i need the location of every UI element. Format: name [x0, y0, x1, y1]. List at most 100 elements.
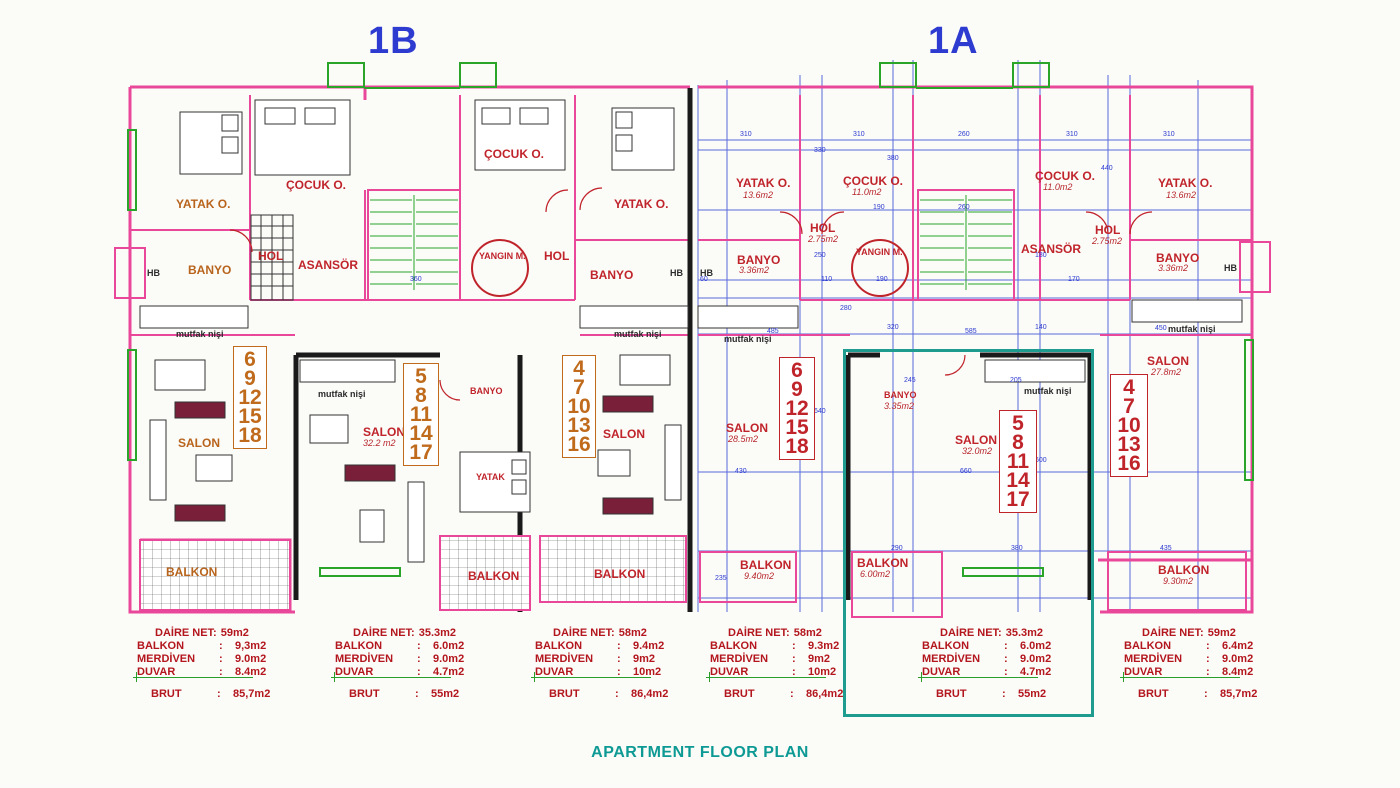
- floor-number: 18: [238, 424, 262, 447]
- area-label-balkon-a1: 9.40m2: [744, 571, 775, 581]
- floor-number: 15: [238, 405, 262, 428]
- dimension-label: 380: [1011, 545, 1023, 552]
- area-label-salon-a1: 28.5m2: [728, 434, 759, 444]
- room-label-asansor: ASANSÖR: [298, 258, 359, 272]
- floor-number: 9: [791, 378, 803, 401]
- summary-key-balkon: BALKON: [535, 640, 583, 652]
- floor-list: 4 7 10 13 16: [562, 355, 596, 458]
- floor-number: 16: [567, 433, 591, 456]
- room-label-salon: SALON: [363, 425, 405, 439]
- floor-number: 17: [1006, 488, 1030, 511]
- room-label-balkon: BALKON: [594, 567, 646, 581]
- sum-line: [921, 672, 922, 682]
- dimension-label: 140: [1035, 324, 1047, 331]
- summary-key-duvar: DUVAR: [137, 666, 176, 678]
- sum-line: [918, 677, 1038, 678]
- summary-value-duvar: 4.7m2: [1020, 666, 1052, 678]
- dimension-label: 320: [887, 324, 899, 331]
- area-summary: DAİRE NET:58m2 BALKON:9.4m2 MERDİVEN:9m2…: [531, 627, 668, 701]
- summary-value-balkon: 6.0m2: [1020, 640, 1052, 652]
- room-label-balkon: BALKON: [740, 558, 792, 572]
- summary-value-balkon: 6.4m2: [1222, 640, 1254, 652]
- sum-line: [1120, 677, 1240, 678]
- stairs-1a: [917, 189, 1015, 301]
- dimension-label: 310: [1066, 131, 1078, 138]
- area-label-hol-1a: 2.75m2: [808, 234, 839, 244]
- summary-colon: :: [219, 653, 223, 665]
- summary-value-brut: 85,7m2: [233, 688, 271, 700]
- room-label-mutfak: mutfak nişi: [1168, 324, 1216, 334]
- dimension-label: 435: [1160, 545, 1172, 552]
- area-label-cocuk-1a: 11.0m2: [852, 187, 882, 197]
- elevator-shaft: [250, 214, 294, 301]
- summary-colon: :: [615, 688, 619, 700]
- dimension-label: 170: [1068, 276, 1080, 283]
- area-label-salon-a2: 32.0m2: [962, 446, 993, 456]
- dimension-label: 235: [715, 575, 727, 582]
- summary-colon: :: [792, 640, 796, 652]
- dimension-label: 600: [1035, 457, 1047, 464]
- summary-value-merdiven: 9.0m2: [235, 653, 267, 665]
- summary-key-balkon: BALKON: [922, 640, 970, 652]
- floor-number: 7: [1123, 395, 1135, 418]
- area-label-yatak-1a: 13.6m2: [743, 190, 774, 200]
- summary-colon: :: [219, 640, 223, 652]
- room-label-asansor: ASANSÖR: [1021, 242, 1082, 256]
- summary-value-daire: 35.3m2: [1005, 627, 1044, 639]
- summary-colon: :: [1004, 640, 1008, 652]
- room-label-balkon: BALKON: [468, 569, 520, 583]
- summary-key-duvar: DUVAR: [1124, 666, 1163, 678]
- floor-number: 5: [415, 365, 427, 388]
- summary-key-merdiven: MERDİVEN: [1124, 653, 1183, 665]
- summary-colon: :: [1002, 688, 1006, 700]
- summary-key-merdiven: MERDİVEN: [922, 653, 981, 665]
- sum-line: [136, 672, 137, 682]
- selected-unit-highlight: [843, 349, 1094, 717]
- balcony-outlines: [699, 551, 1247, 618]
- summary-value-balkon: 9,3m2: [235, 640, 267, 652]
- room-label-banyo: BANYO: [470, 386, 503, 396]
- summary-value-duvar: 10m2: [633, 666, 662, 678]
- room-label-mutfak: mutfak nişi: [614, 329, 662, 339]
- summary-value-daire: 35.3m2: [418, 627, 457, 639]
- summary-key-daire: DAİRE NET:: [1142, 627, 1204, 639]
- area-label-balkon-a3: 9.30m2: [1163, 576, 1194, 586]
- floor-number: 13: [567, 414, 591, 437]
- room-label-hb: HB: [700, 268, 713, 278]
- sum-line: [1123, 672, 1124, 682]
- summary-key-brut: BRUT: [349, 688, 380, 700]
- summary-colon: :: [1206, 640, 1210, 652]
- room-label-balkon: BALKON: [166, 565, 218, 579]
- room-label-banyo: BANYO: [737, 253, 781, 267]
- room-label-yatak-small: YATAK: [476, 472, 505, 482]
- summary-key-daire: DAİRE NET:: [940, 627, 1002, 639]
- room-label-salon: SALON: [603, 427, 645, 441]
- room-label-balkon: BALKON: [1158, 563, 1210, 577]
- summary-value-merdiven: 9.0m2: [433, 653, 465, 665]
- summary-value-duvar: 10m2: [808, 666, 837, 678]
- summary-value-duvar: 8.4m2: [1222, 666, 1254, 678]
- floor-number: 10: [1117, 414, 1141, 437]
- floor-number: 6: [791, 359, 803, 382]
- floor-number: 4: [1123, 376, 1135, 399]
- sum-line: [331, 677, 451, 678]
- room-label-hb: HB: [670, 268, 683, 278]
- dimension-label: 280: [840, 305, 852, 312]
- summary-value-brut: 86,4m2: [806, 688, 844, 700]
- room-label-banyo: BANYO: [884, 390, 917, 400]
- area-summary: DAİRE NET:35.3m2 BALKON:6.0m2 MERDİVEN:9…: [331, 627, 465, 701]
- area-summary: DAİRE NET:35.3m2 BALKON:6.0m2 MERDİVEN:9…: [918, 627, 1052, 701]
- floor-list: 6 9 12 15 18: [233, 346, 267, 449]
- area-summary: DAİRE NET:58m2 BALKON:9.3m2 MERDİVEN:9m2…: [706, 627, 844, 701]
- room-label-balkon: BALKON: [857, 556, 909, 570]
- dimension-label: 290: [891, 545, 903, 552]
- dimension-label: 310: [853, 131, 865, 138]
- summary-colon: :: [1206, 666, 1210, 678]
- floor-number: 13: [1117, 433, 1141, 456]
- summary-colon: :: [1206, 653, 1210, 665]
- dimension-label: 585: [965, 328, 977, 335]
- floor-number: 5: [1012, 412, 1024, 435]
- room-label-mutfak: mutfak nişi: [176, 329, 224, 339]
- dimension-label: 440: [1101, 165, 1113, 172]
- dimension-label: 450: [1155, 325, 1167, 332]
